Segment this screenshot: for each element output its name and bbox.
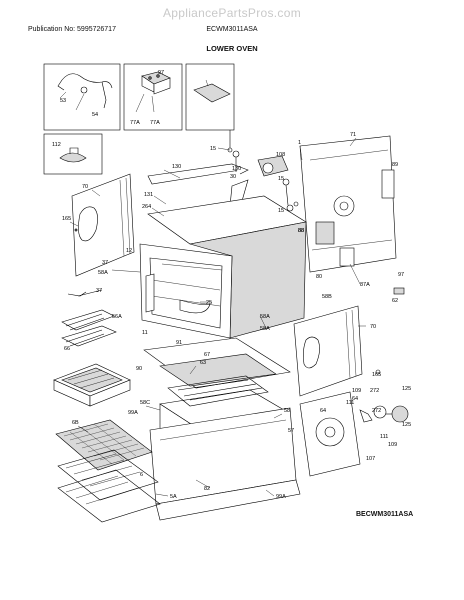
publication-number: Publication No: 5995726717 [28, 26, 116, 33]
callout-label: 130 [232, 166, 241, 172]
callout-label: 89 [392, 162, 398, 168]
callout-label: 62 [392, 298, 398, 304]
callout-label: 70 [370, 324, 376, 330]
callout-label: 25 [206, 300, 212, 306]
callout-label: 58A [260, 326, 270, 332]
callout-label: 58A [260, 314, 270, 320]
callout-label: 15 [210, 146, 216, 152]
callout-label: 58A [98, 270, 108, 276]
lower-racks [57, 449, 161, 523]
inset-box-plate [185, 63, 235, 131]
left-side-panel [71, 173, 135, 277]
callout-label: 57 [288, 428, 294, 434]
callout-label: 112 [52, 142, 61, 148]
callout-label: 165 [62, 216, 71, 222]
callout-label: 88 [298, 228, 304, 234]
callout-label: 58C [140, 400, 150, 406]
convection-fan-assembly [299, 391, 409, 477]
callout-label: 165 [372, 372, 381, 378]
callout-label: 12 [126, 248, 132, 254]
callout-label: 264 [142, 204, 151, 210]
inset-box-vent [43, 133, 103, 175]
callout-label: 70 [82, 184, 88, 190]
callout-label: 272 [372, 408, 381, 414]
screw-icon [375, 369, 381, 375]
callout-label: 53 [60, 98, 66, 104]
callout-label: 66 [64, 346, 70, 352]
screw-icon [293, 201, 299, 207]
rear-panel [299, 135, 397, 273]
broiler-pan [53, 363, 131, 407]
callout-label: 6B [72, 420, 79, 426]
callout-label: 91 [176, 340, 182, 346]
watermark-text: AppliancePartsPros.com [163, 6, 301, 20]
callout-label: 58 [284, 408, 290, 414]
callout-label: 67 [204, 352, 210, 358]
callout-label: 90 [136, 366, 142, 372]
callout-label: 77A [130, 120, 140, 126]
callout-label: 97 [158, 70, 164, 76]
callout-label: 64 [352, 396, 358, 402]
callout-label: 130 [172, 164, 181, 170]
callout-label: 30 [230, 174, 236, 180]
clip-icon [393, 287, 405, 295]
callout-label: 125 [402, 422, 411, 428]
callout-label: 58B [322, 294, 332, 300]
callout-label: 71 [350, 132, 356, 138]
callout-label: 15 [278, 176, 284, 182]
storage-drawer [149, 407, 301, 521]
callout-label: 99A [276, 494, 286, 500]
callout-label: 131 [144, 192, 153, 198]
inset-box-sensor [43, 63, 121, 131]
bake-element [167, 375, 269, 407]
wire-icon [67, 291, 87, 297]
callout-label: 37 [96, 288, 102, 294]
callout-label: 125 [402, 386, 411, 392]
inset-box-terminal-block [123, 63, 183, 131]
broil-element [61, 289, 117, 347]
callout-label: 99A [128, 410, 138, 416]
callout-labels: 53 54 97 77A 77A 112 130 15 130 108 1 71… [52, 70, 411, 500]
callout-label: 82 [204, 486, 210, 492]
callout-label: 80 [316, 274, 322, 280]
callout-label: 11 [142, 330, 148, 336]
callout-label: 107 [366, 456, 375, 462]
convection-motor [257, 155, 294, 212]
right-side-panel [293, 305, 363, 397]
leader-lines [69, 137, 366, 497]
callout-label: 87A [360, 282, 370, 288]
callout-label: 108 [276, 152, 285, 158]
callout-label: 88 [298, 228, 304, 234]
callout-label: 54 [92, 112, 98, 118]
callout-label: 6 [140, 472, 143, 478]
callout-label: 109 [388, 442, 397, 448]
callout-label: 56A [112, 314, 122, 320]
callout-label: 5A [170, 494, 177, 500]
callout-label: 272 [370, 388, 379, 394]
callout-label: 111 [380, 434, 388, 440]
oven-cavity [139, 195, 307, 339]
section-title: LOWER OVEN [206, 44, 258, 53]
model-number: ECWM3011ASA [206, 26, 258, 33]
callout-label: 1 [298, 140, 301, 146]
callout-label: 15 [278, 208, 284, 214]
callout-label: 64 [320, 408, 326, 414]
callout-label: 37 [102, 260, 108, 266]
callout-label: 109 [352, 388, 361, 394]
callout-label: 97 [398, 272, 404, 278]
callout-label: 63 [200, 360, 206, 366]
diagram-code: BECWM3011ASA [356, 511, 414, 518]
oven-rack [55, 419, 153, 471]
callout-label: 111 [346, 400, 354, 406]
callout-label: 77A [150, 120, 160, 126]
